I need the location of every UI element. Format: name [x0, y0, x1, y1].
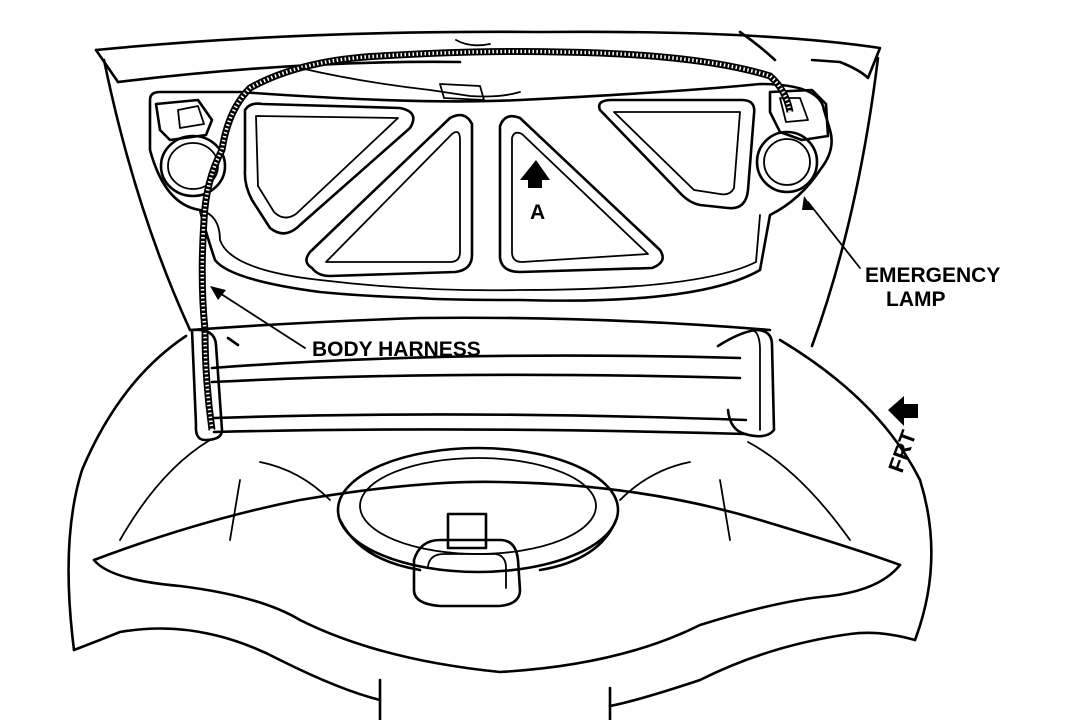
- leader-lines: [210, 196, 861, 349]
- body-harness-leader: [214, 289, 306, 349]
- emergency-lamp-leader: [807, 201, 861, 269]
- right-emergency-lamp: [755, 130, 819, 194]
- front-label: FRT: [883, 426, 921, 475]
- view-a-arrow-icon: [520, 160, 550, 188]
- trunk-body: [67, 316, 933, 722]
- emergency-lamp-label-line2: LAMP: [886, 288, 946, 311]
- body-harness-label: BODY HARNESS: [312, 338, 481, 361]
- emergency-lamp-label-line1: EMERGENCY: [865, 264, 1000, 287]
- body-harness-arrowhead: [210, 286, 226, 300]
- body-harness-wire: [198, 39, 794, 431]
- front-direction-marker: FRT: [883, 396, 922, 476]
- right-hinge-bracket: [768, 88, 830, 142]
- lid-openings: [243, 98, 756, 278]
- view-a-marker: A: [520, 160, 550, 224]
- front-arrow-icon: [888, 396, 918, 426]
- left-hinge-bracket: [154, 98, 214, 142]
- emergency-lamp-arrowhead: [802, 196, 814, 210]
- view-a-label: A: [530, 201, 545, 224]
